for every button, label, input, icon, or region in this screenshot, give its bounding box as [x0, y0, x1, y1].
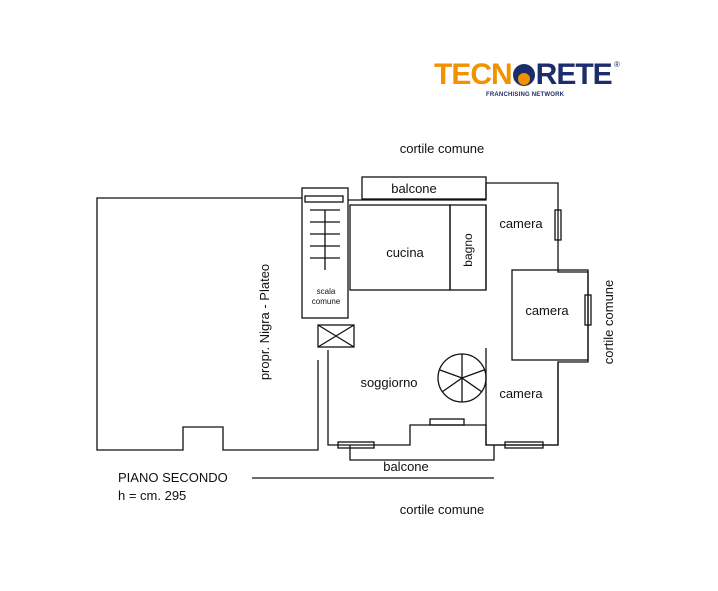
- camera2-walls: [511, 269, 589, 361]
- logo-tagline: FRANCHISING NETWORK: [486, 92, 565, 98]
- logo-text-tecn: TECN: [434, 58, 513, 91]
- stair-steps: [310, 209, 340, 270]
- elevator: [317, 324, 355, 348]
- stair-top: [304, 195, 344, 203]
- label-camera-1: camera: [499, 216, 543, 231]
- balcony-bottom: [349, 445, 495, 461]
- label-cortile-top: cortile comune: [400, 141, 485, 156]
- tecnorete-logo: TECN RETE ® FRANCHISING NETWORK: [434, 58, 620, 104]
- house-roof-icon: [512, 64, 535, 86]
- window-camera2: [584, 294, 592, 326]
- logo-text-rete: RETE: [535, 58, 613, 91]
- window-spiral: [429, 418, 465, 426]
- logo-wordmark: TECN RETE: [434, 58, 613, 92]
- label-camera-2: camera: [525, 303, 569, 318]
- floor-label: PIANO SECONDO: [118, 470, 228, 485]
- spiral-steps: [439, 354, 485, 402]
- label-scala: scala: [317, 287, 336, 296]
- label-balcone-bottom: balcone: [383, 459, 429, 474]
- neighbor-outline: [96, 197, 319, 451]
- label-cortile-right: cortile comune: [601, 280, 616, 365]
- label-cortile-bottom: cortile comune: [400, 502, 485, 517]
- label-camera-3: camera: [499, 386, 543, 401]
- stair-block: [301, 187, 349, 319]
- label-bagno: bagno: [461, 233, 475, 267]
- camera3-walls: [485, 348, 559, 446]
- window-camera1: [554, 209, 562, 241]
- label-soggiorno: soggiorno: [360, 375, 417, 390]
- walls: [96, 176, 592, 479]
- window-camera3: [504, 441, 544, 449]
- registered-mark: ®: [614, 60, 620, 69]
- label-neighbor: propr. Nigra - Plateo: [257, 264, 272, 380]
- label-balcone-top: balcone: [391, 181, 437, 196]
- elevator-cross: [317, 324, 355, 348]
- height-label: h = cm. 295: [118, 488, 186, 503]
- window-living: [337, 441, 375, 449]
- label-comune: comune: [312, 297, 341, 306]
- label-cucina: cucina: [386, 245, 424, 260]
